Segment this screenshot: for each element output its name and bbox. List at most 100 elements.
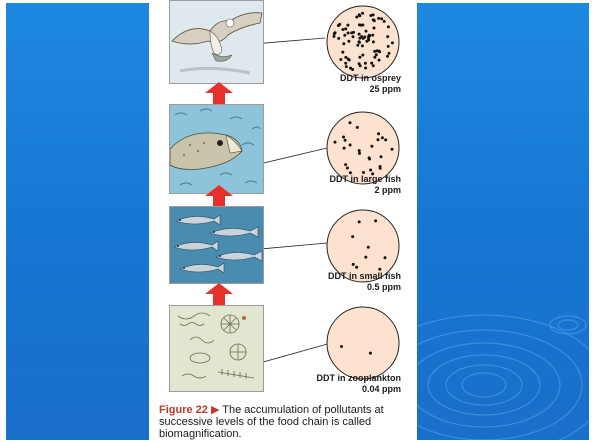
ddt-dot (344, 56, 347, 59)
small-fish-label-title: DDT in small fish (328, 271, 401, 281)
ddt-dot (364, 67, 367, 70)
ddt-dot (342, 42, 345, 45)
ddt-dot (344, 163, 347, 166)
large-fish-label-ppm: 2 ppm (261, 185, 401, 196)
ddt-dot (358, 56, 361, 59)
ddt-dot (341, 28, 344, 31)
ddt-dot (351, 235, 354, 238)
up-arrow-1 (205, 82, 233, 104)
ddt-dot (369, 352, 372, 355)
ddt-dot (367, 246, 370, 249)
ddt-dot (373, 27, 376, 30)
ddt-dot (344, 139, 347, 142)
ddt-dot (377, 138, 380, 141)
ddt-dot (377, 132, 380, 135)
ddt-dot (386, 55, 389, 58)
figure-caption-label: Figure 22 (159, 404, 208, 416)
ddt-dot (340, 345, 343, 348)
figure-panel: DDT in osprey 25 ppm DDT in large fish 2… (149, 0, 417, 440)
large-fish-label-title: DDT in large fish (329, 174, 401, 184)
ddt-dot (387, 25, 390, 28)
small-fish-label: DDT in small fish 0.5 ppm (261, 271, 401, 293)
ddt-dot (391, 148, 394, 151)
up-arrow-3 (205, 283, 233, 305)
ddt-dot (361, 12, 364, 15)
ddt-dot (334, 141, 337, 144)
zooplankton-label: DDT in zooplankton 0.04 ppm (261, 373, 401, 395)
ddt-dot (338, 23, 341, 26)
ddt-dot (352, 35, 355, 38)
ddt-dot (358, 40, 361, 43)
ddt-dot (356, 44, 359, 47)
ddt-dot (367, 39, 370, 42)
ddt-dot (375, 53, 378, 56)
ddt-dot (358, 220, 361, 223)
zooplankton-ddt-circle (323, 303, 403, 383)
zooplankton-label-ppm: 0.04 ppm (261, 384, 401, 395)
ddt-dot (384, 138, 387, 141)
ddt-dot (339, 58, 342, 61)
ddt-dot (347, 32, 350, 35)
ddt-dot (358, 149, 361, 152)
zooplankton-label-title: DDT in zooplankton (317, 373, 402, 383)
small-fish-label-ppm: 0.5 ppm (261, 282, 401, 293)
ddt-dot (380, 17, 383, 20)
ddt-dot (347, 40, 350, 43)
ddt-dot (343, 34, 346, 37)
ddt-dot (360, 24, 363, 27)
ddt-dot (368, 158, 371, 161)
ddt-dot (370, 145, 373, 148)
ddt-dot (369, 14, 372, 17)
ddt-dot (358, 33, 361, 36)
small-fish-illustration (169, 206, 264, 284)
osprey-illustration (169, 0, 264, 84)
ddt-dot (387, 45, 390, 48)
osprey-label: DDT in osprey 25 ppm (261, 73, 401, 95)
ddt-dot (374, 219, 377, 222)
ddt-dot (380, 155, 383, 158)
ddt-dot (375, 49, 378, 52)
ddt-dot (373, 19, 376, 22)
large-fish-illustration (169, 104, 264, 194)
ddt-dot (349, 67, 352, 70)
osprey-label-ppm: 25 ppm (261, 84, 401, 95)
ddt-dot (337, 37, 340, 40)
ddt-dot (341, 51, 344, 54)
ddt-dot (364, 62, 367, 65)
ddt-dot (344, 27, 347, 30)
ddt-dot (355, 16, 358, 19)
ddt-dot (388, 52, 391, 55)
ddt-dot (364, 256, 367, 259)
ddt-dot (383, 20, 386, 23)
ddt-dot (372, 40, 375, 43)
ddt-dot (352, 263, 355, 266)
ddt-dot (343, 147, 346, 150)
ddt-dot (346, 24, 349, 27)
ddt-dot (344, 62, 347, 65)
ddt-dot (345, 65, 348, 68)
ddt-dot (371, 34, 374, 37)
ddt-dot (384, 256, 387, 259)
ddt-dot (358, 13, 361, 16)
ddt-dot (368, 34, 371, 37)
ddt-dot (365, 30, 368, 33)
ddt-dot (377, 17, 380, 20)
ddt-dot (361, 54, 364, 57)
ddt-dot (369, 169, 372, 172)
ddt-dot (379, 167, 382, 170)
ddt-dot (355, 266, 358, 269)
ddt-dot (342, 136, 345, 139)
ddt-dot (350, 31, 353, 34)
ddt-dot (346, 167, 349, 170)
osprey-ddt-circle (323, 4, 403, 84)
ddt-dot (370, 62, 373, 65)
zooplankton-illustration (169, 305, 264, 392)
ddt-dot (349, 121, 352, 124)
ddt-dot (381, 136, 384, 139)
ddt-dot (372, 64, 375, 67)
ddt-dot (358, 152, 361, 155)
ddt-dot (362, 37, 365, 40)
up-arrow-2 (205, 185, 233, 207)
ddt-dot (333, 35, 336, 38)
